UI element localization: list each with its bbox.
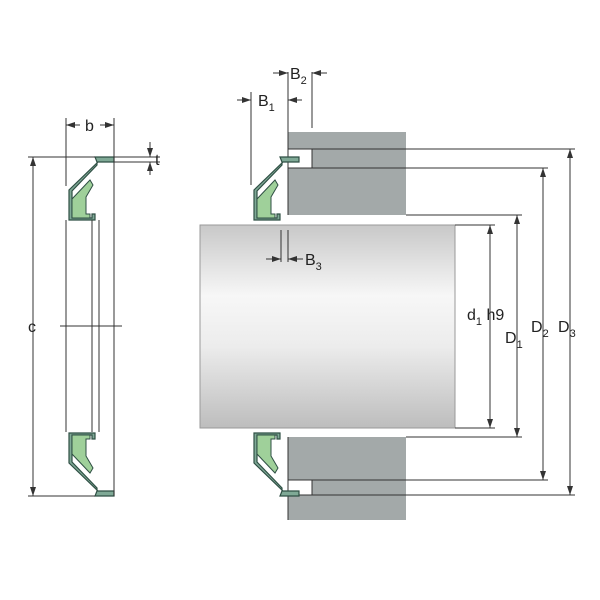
- seal-bottom-left: [68, 432, 115, 497]
- label-D3: D3: [558, 319, 576, 340]
- label-B1: B1: [258, 93, 275, 114]
- label-d1-h9: d1 h9: [467, 307, 504, 328]
- seal-top-left: [68, 156, 115, 221]
- dimension-lines: [28, 72, 575, 497]
- seal-left-body-lines: [60, 157, 122, 496]
- label-B3: B3: [305, 252, 322, 273]
- shaft: [199, 224, 456, 429]
- housing: [287, 132, 406, 520]
- label-B2: B2: [290, 66, 307, 87]
- label-D1: D1: [505, 330, 523, 351]
- label-D2: D2: [531, 319, 549, 340]
- label-t: t: [155, 152, 160, 169]
- arrowheads: [30, 70, 573, 496]
- label-c: c: [28, 319, 36, 336]
- label-b: b: [85, 118, 94, 135]
